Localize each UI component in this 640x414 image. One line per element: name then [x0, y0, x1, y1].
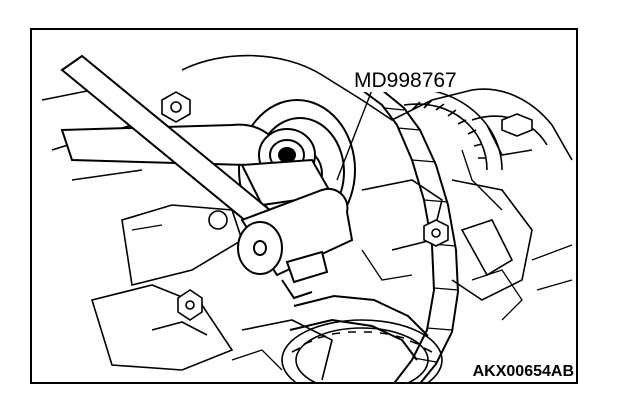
callout-label: MD998767 [352, 69, 459, 92]
bolt-icon [161, 91, 533, 321]
figure-id: AKX00654AB [472, 363, 574, 380]
engine-detail-lines [131, 149, 573, 371]
socket-adapter-icon [237, 187, 354, 300]
diagram-frame: MD998767 AKX00654AB [30, 28, 578, 384]
callout-leader-line [336, 89, 373, 181]
engine-illustration [41, 54, 573, 382]
crankshaft-sprocket-icon [281, 319, 443, 382]
